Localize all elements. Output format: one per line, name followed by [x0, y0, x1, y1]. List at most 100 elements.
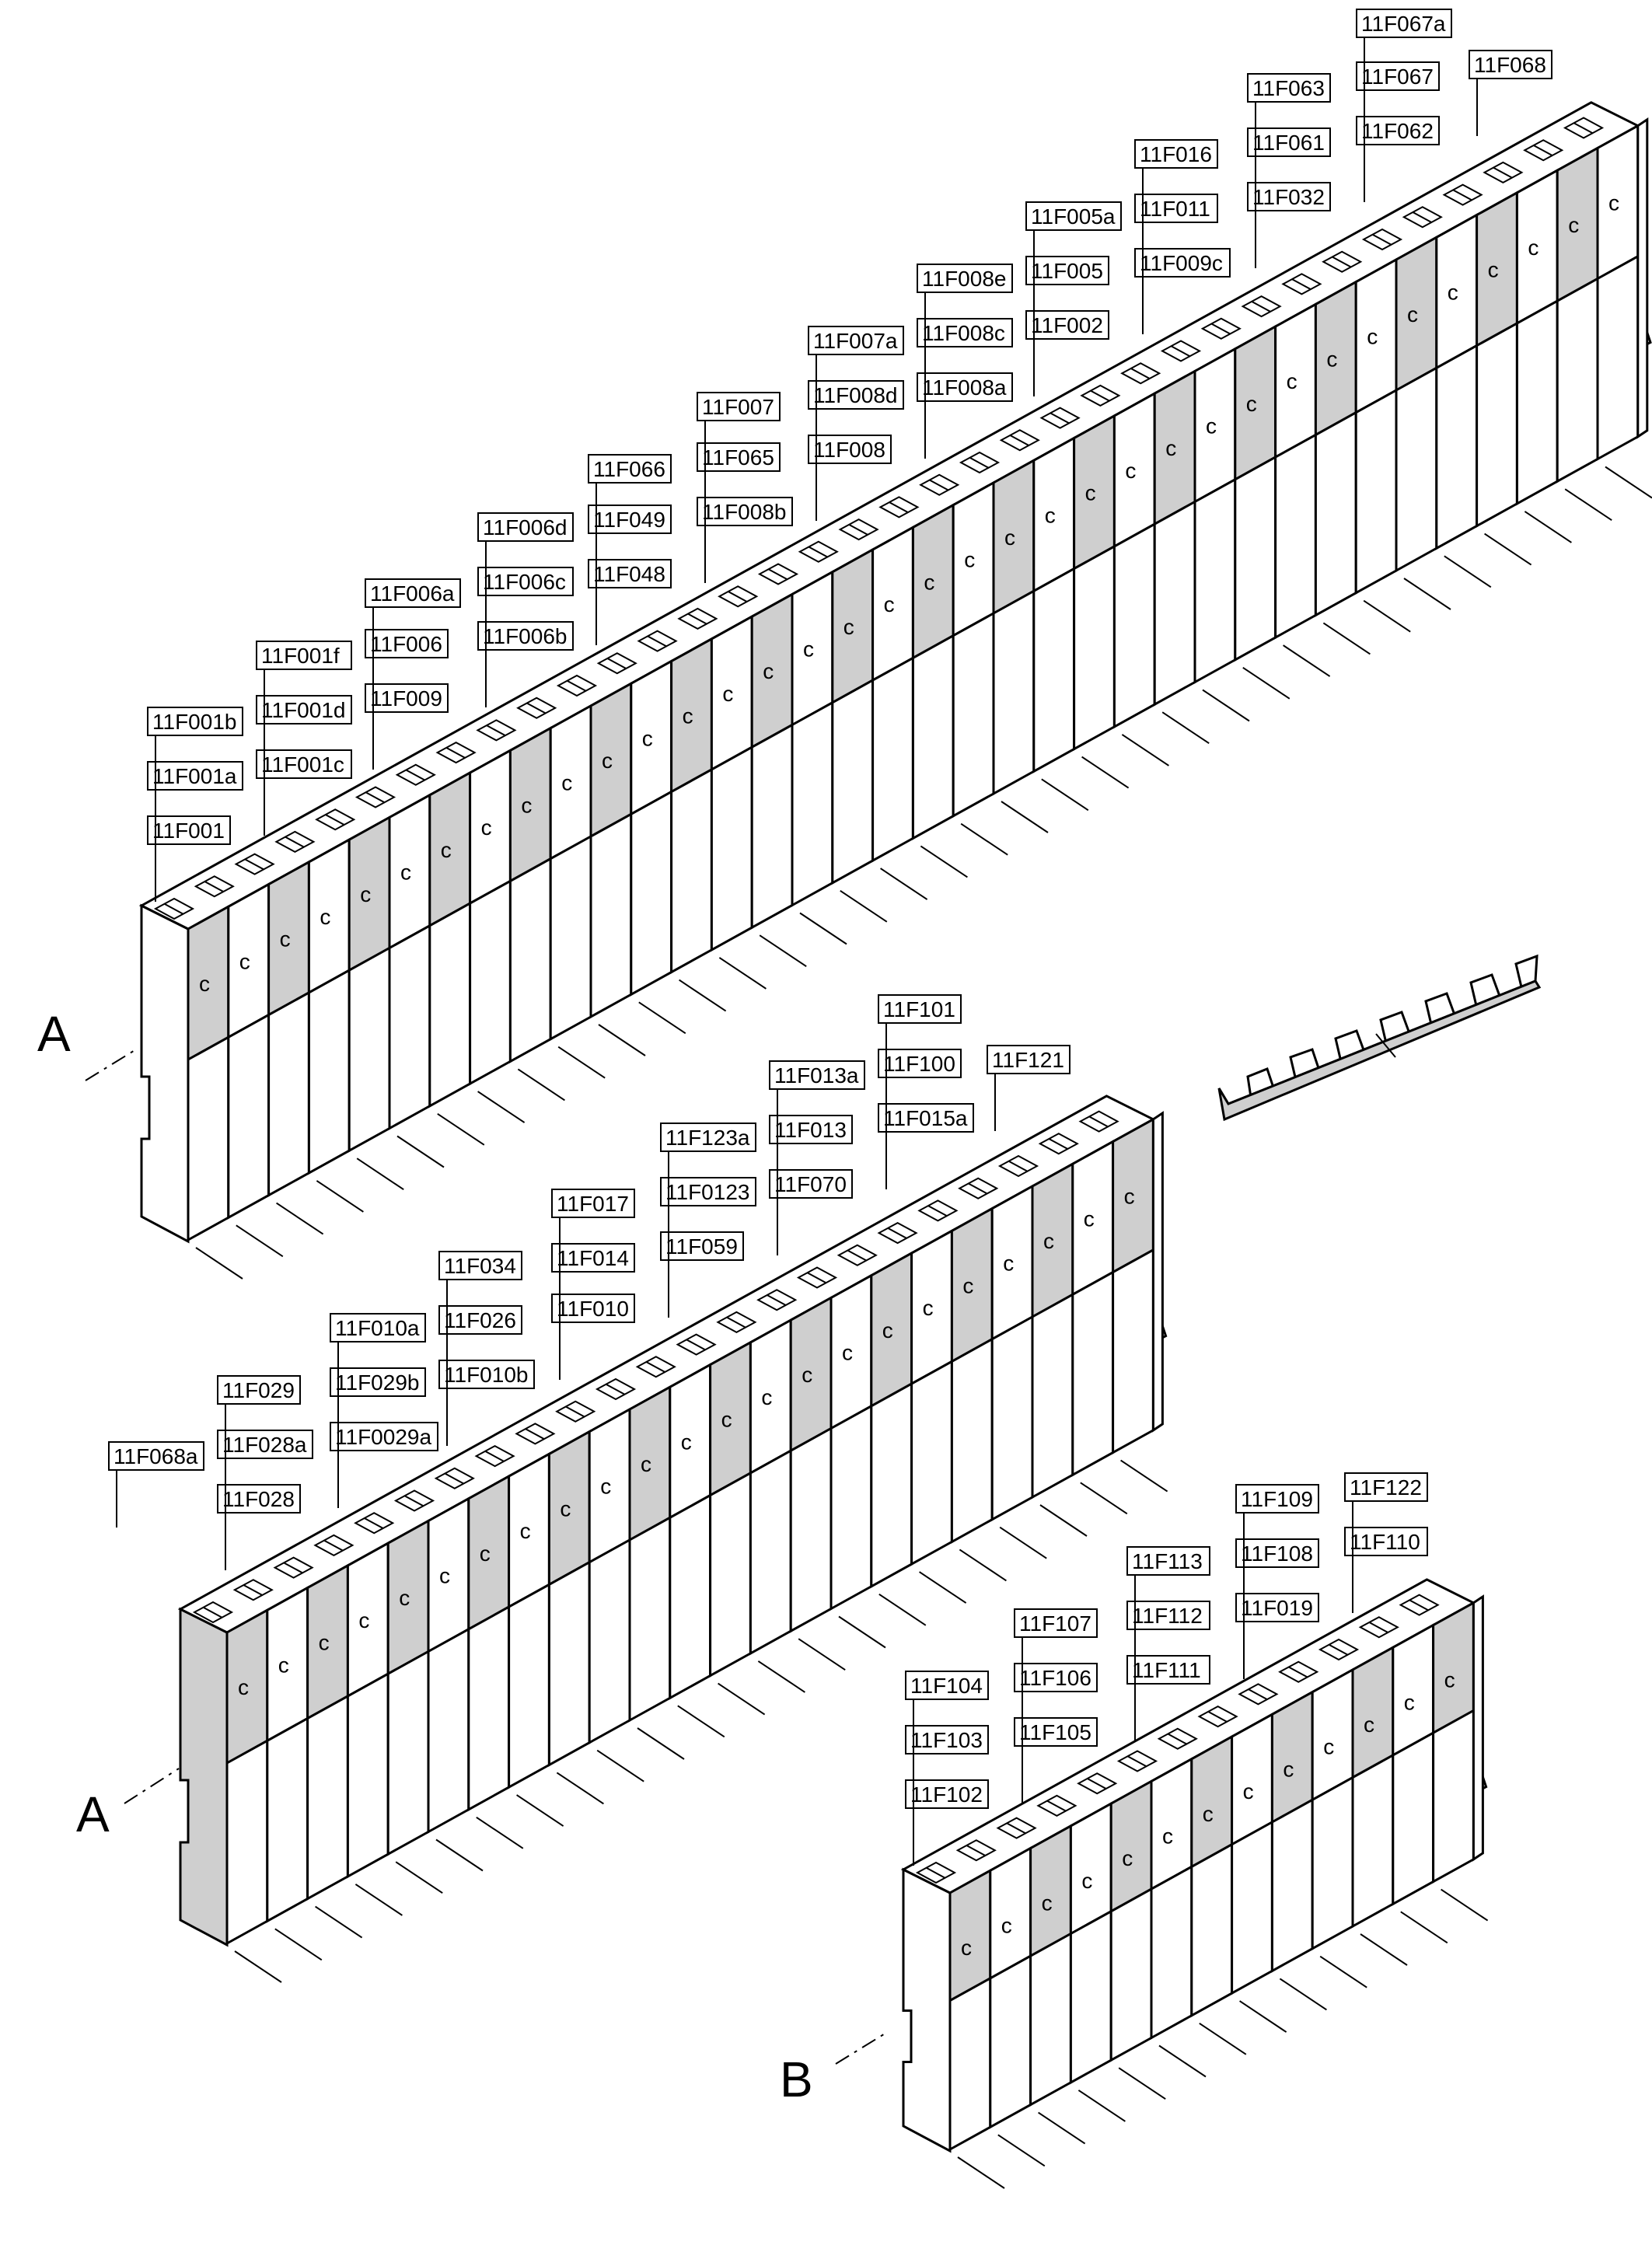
- breaker-label: 11F010b: [438, 1360, 535, 1446]
- breaker-label: 11F006d: [477, 512, 574, 599]
- breaker-label: 11F011: [1134, 194, 1218, 280]
- breaker-module: cc: [716, 1311, 805, 1693]
- svg-text:c: c: [802, 1363, 812, 1387]
- end-face-right: [1472, 1594, 1484, 1862]
- breaker-module: cc: [637, 630, 727, 1012]
- breaker-label: 11F113: [1126, 1546, 1210, 1632]
- breaker-module: cc: [1358, 1616, 1448, 1944]
- end-cap: [179, 1607, 229, 1947]
- svg-text:c: c: [360, 882, 371, 906]
- svg-text:c: c: [439, 1564, 450, 1588]
- breaker-label: 11F110: [1344, 1527, 1428, 1613]
- breaker-label: 11F008b: [697, 497, 793, 583]
- svg-text:c: c: [319, 1631, 330, 1655]
- breaker-label-text: 11F109: [1241, 1487, 1313, 1511]
- breaker-label: 11F032: [1247, 182, 1331, 268]
- svg-text:c: c: [481, 815, 492, 840]
- breaker-module: cc: [838, 518, 928, 900]
- breaker-label: 11F013: [769, 1115, 853, 1201]
- breaker-module: cc: [1238, 1683, 1327, 2011]
- end-face-right: [1151, 1111, 1164, 1433]
- breaker-label: 11F065: [697, 442, 781, 529]
- breaker-module: cc: [877, 1221, 967, 1604]
- breaker-label: 11F007a: [808, 326, 904, 412]
- breaker-label-text: 11F034: [444, 1254, 516, 1278]
- breaker-module: cc: [676, 1333, 766, 1716]
- svg-text:c: c: [238, 1675, 249, 1699]
- breaker-module: cc: [1120, 362, 1210, 745]
- svg-text:c: c: [480, 1541, 491, 1566]
- breaker-label: 11F006c: [477, 567, 574, 653]
- breaker-module: cc: [796, 1266, 886, 1649]
- breaker-label-text: 11F007: [702, 395, 774, 419]
- svg-text:c: c: [642, 726, 653, 750]
- breaker-label: 11F029b: [330, 1367, 426, 1454]
- svg-text:c: c: [681, 1430, 692, 1454]
- breaker-label-text: 11F013a: [774, 1063, 859, 1088]
- breaker-module: cc: [595, 1377, 685, 1760]
- breaker-label-text: 11F032: [1252, 185, 1325, 209]
- breaker-label-text: 11F015a: [883, 1106, 968, 1130]
- svg-text:c: c: [962, 1273, 973, 1297]
- breaker-label: 11F001: [147, 815, 231, 902]
- svg-text:c: c: [320, 905, 330, 929]
- breaker-label-text: 11F019: [1241, 1596, 1313, 1620]
- svg-text:c: c: [961, 1936, 972, 1960]
- breaker-label-text: 11F111: [1132, 1658, 1201, 1682]
- breaker-label: 11F104: [905, 1671, 989, 1757]
- svg-text:c: c: [761, 1385, 772, 1409]
- end-face-right: [1636, 117, 1649, 439]
- breaker-label: 11F0123: [660, 1177, 756, 1263]
- breaker-module: cc: [878, 496, 968, 878]
- svg-text:c: c: [1367, 325, 1378, 349]
- breaker-label-text: 11F061: [1252, 131, 1325, 155]
- svg-text:c: c: [600, 1475, 611, 1499]
- breaker-label-text: 11F0029a: [335, 1425, 431, 1449]
- breaker-label-text: 11F105: [1019, 1720, 1091, 1744]
- breaker-label-text: 11F016: [1140, 142, 1212, 166]
- breaker-label: 11F005a: [1025, 201, 1122, 288]
- breaker-label-text: 11F008a: [922, 375, 1007, 400]
- breaker-label: 11F014: [551, 1243, 635, 1329]
- breaker-label: 11F001f: [256, 641, 352, 727]
- breaker-label: 11F112: [1126, 1601, 1210, 1687]
- breaker-module: cc: [836, 1244, 927, 1626]
- svg-text:c: c: [280, 927, 291, 951]
- breaker-label: 11F121: [987, 1045, 1070, 1131]
- breaker-module: cc: [515, 1423, 604, 1805]
- breaker-label-text: 11F006b: [483, 624, 567, 648]
- breaker-label-text: 11F010b: [444, 1363, 528, 1387]
- breaker-module: cc: [354, 786, 445, 1168]
- breaker-label-text: 11F028a: [222, 1433, 307, 1457]
- breaker-label-text: 11F122: [1350, 1475, 1422, 1500]
- breaker-module: cc: [798, 540, 888, 923]
- breaker-label: 11F0029a: [330, 1422, 438, 1508]
- breaker-module: cc: [393, 1489, 484, 1872]
- breaker-label: 11F006b: [477, 621, 574, 707]
- breaker-label-text: 11F026: [444, 1308, 516, 1332]
- breaker-label-text: 11F008e: [922, 267, 1006, 291]
- breaker-label: 11F107: [1014, 1608, 1098, 1695]
- section-marker-a-bottom: A: [76, 1786, 110, 1842]
- svg-text:c: c: [1043, 1229, 1054, 1253]
- breaker-label: 11F122: [1344, 1472, 1428, 1559]
- breaker-label: 11F063: [1247, 73, 1331, 159]
- breaker-label: 11F059: [660, 1231, 744, 1318]
- section-marker-b: B: [780, 2051, 813, 2107]
- svg-text:c: c: [1125, 459, 1136, 483]
- breaker-label: 11F034: [438, 1251, 522, 1337]
- svg-text:c: c: [1001, 1913, 1012, 1937]
- breaker-label: 11F002: [1025, 310, 1109, 396]
- breaker-strip-1: cccccccccccccccccccccccccccccccccccccccc…: [138, 101, 1652, 1280]
- breaker-label: 11F049: [588, 505, 672, 591]
- breaker-label-text: 11F001b: [152, 710, 236, 734]
- breaker-module: cc: [274, 830, 364, 1213]
- breaker-label: 11F001b: [147, 707, 243, 793]
- breaker-label: 11F108: [1235, 1538, 1319, 1625]
- breaker-label: 11F029: [217, 1375, 301, 1461]
- breaker-module: cc: [434, 1467, 524, 1849]
- breaker-labels: 11F00111F001a11F001b11F001c11F001d11F001…: [108, 9, 1552, 1866]
- breaker-label-text: 11F068a: [114, 1444, 198, 1468]
- svg-text:c: c: [1045, 503, 1056, 527]
